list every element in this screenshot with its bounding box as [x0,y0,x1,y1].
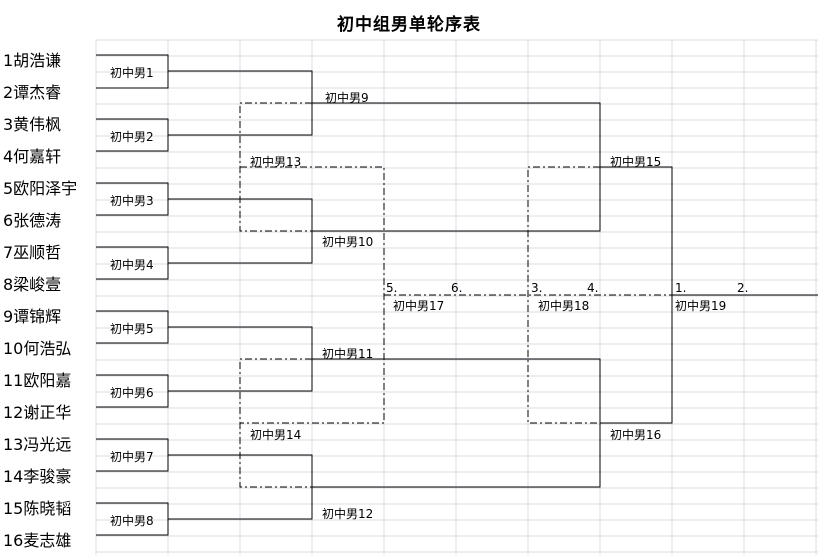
player-name[interactable]: 3黄伟枫 [3,115,62,134]
match-label[interactable]: 初中男13 [250,155,302,169]
match-label[interactable]: 初中男6 [110,386,154,400]
match-label[interactable]: 初中男1 [110,66,154,80]
player-name[interactable]: 6张德涛 [3,211,62,230]
match-label[interactable]: 初中男17 [393,299,445,313]
place-number: 2. [737,281,749,295]
match-label[interactable]: 初中男11 [322,347,374,361]
player-name[interactable]: 7巫顺哲 [3,243,62,262]
player-name[interactable]: 16麦志雄 [3,531,72,550]
match-label[interactable]: 初中男9 [325,91,369,105]
match-label[interactable]: 初中男8 [110,514,154,528]
match-label[interactable]: 初中男16 [610,428,662,442]
place-number: 4. [587,281,599,295]
match-label[interactable]: 初中男3 [110,194,154,208]
player-name[interactable]: 11欧阳嘉 [3,371,72,390]
match-label[interactable]: 初中男4 [110,258,154,272]
place-number: 6. [451,281,463,295]
match-label[interactable]: 初中男5 [110,322,154,336]
match-label[interactable]: 初中男18 [538,299,590,313]
match-label[interactable]: 初中男14 [250,428,302,442]
player-name[interactable]: 2谭杰睿 [3,83,62,102]
match-label[interactable]: 初中男15 [610,155,662,169]
player-name[interactable]: 10何浩弘 [3,339,72,358]
place-number: 3. [531,281,543,295]
match-label[interactable]: 初中男2 [110,130,154,144]
player-name[interactable]: 8梁峻壹 [3,275,62,294]
match-label[interactable]: 初中男19 [675,299,727,313]
match-label[interactable]: 初中男12 [322,507,374,521]
player-name[interactable]: 5欧阳泽宇 [3,179,78,198]
player-name[interactable]: 9谭锦辉 [3,307,62,326]
player-name[interactable]: 1胡浩谦 [3,51,62,70]
player-name[interactable]: 15陈晓韬 [3,499,72,518]
match-label[interactable]: 初中男10 [322,235,374,249]
place-number: 1. [675,281,687,295]
match-label[interactable]: 初中男7 [110,450,154,464]
player-name[interactable]: 12谢正华 [3,403,72,422]
place-number: 5. [386,281,398,295]
page-title: 初中组男单轮序表 [337,15,481,35]
player-name[interactable]: 14李骏豪 [3,467,72,486]
consolation-bracket [527,166,600,424]
player-name[interactable]: 13冯光远 [3,435,72,454]
consolation-bracket [239,358,312,488]
player-name[interactable]: 4何嘉轩 [3,147,62,166]
